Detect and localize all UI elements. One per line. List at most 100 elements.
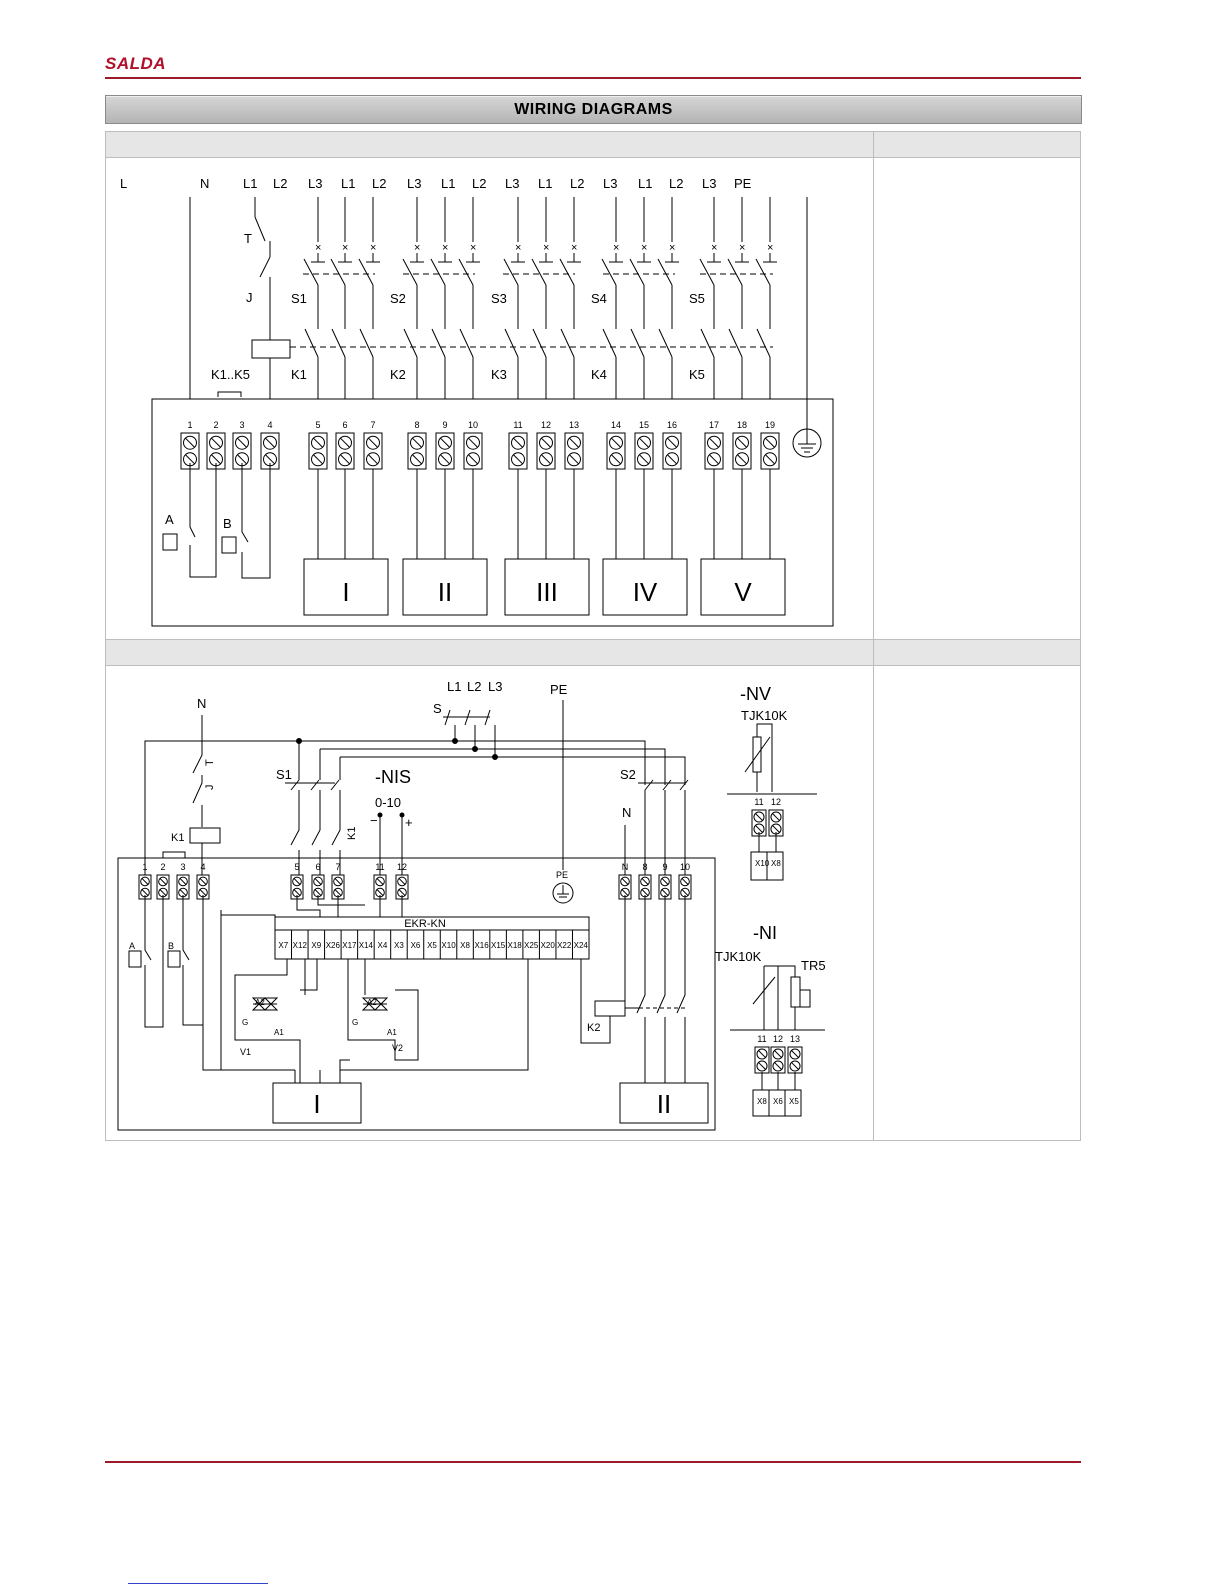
terminal-number: 11: [757, 1034, 766, 1044]
terminal-screw: [292, 876, 302, 887]
terminal-block: [363, 432, 383, 470]
terminal-number: 4: [267, 420, 272, 430]
supply-label: L3: [603, 176, 617, 191]
ni-potentiometer: [790, 976, 801, 1008]
supply-label: N: [200, 176, 209, 191]
triac-pin: G: [242, 1018, 248, 1027]
controller-pin: X15: [491, 941, 506, 950]
controller-pin: X10: [441, 941, 456, 950]
triac-pin: G: [352, 1018, 358, 1027]
terminal-number: 7: [370, 420, 375, 430]
svg-text:×: ×: [515, 242, 521, 254]
terminal-screw: [333, 876, 343, 887]
footer-link-underline[interactable]: [128, 1583, 268, 1584]
signal-plus: +: [405, 815, 413, 830]
terminal-screw: [789, 1048, 801, 1060]
heater-stage-label: II: [438, 577, 452, 607]
svg-text:×: ×: [767, 242, 773, 254]
terminal-screw: [707, 452, 721, 467]
terminal-block: [536, 432, 556, 470]
terminal-screw: [763, 452, 777, 467]
pe-symbol: PE: [552, 870, 574, 904]
option-ni-label: -NI: [753, 923, 777, 943]
stage-switch-label: S1: [291, 291, 307, 306]
terminal-screw: [183, 435, 197, 450]
terminal-screw: [756, 1060, 768, 1072]
terminal-number: 8: [414, 420, 419, 430]
terminal-number: 7: [335, 862, 340, 872]
supply-label: L2: [472, 176, 486, 191]
supply-label: PE: [734, 176, 752, 191]
sensor-label: A: [165, 512, 174, 527]
nv-pin: X10: [755, 859, 770, 868]
controller-pin: X12: [293, 941, 308, 950]
triac-name: V2: [392, 1043, 403, 1053]
controller-pin: X18: [508, 941, 523, 950]
supply-label: L2: [467, 679, 481, 694]
contactor-label: K4: [591, 367, 607, 382]
controller-pin: X17: [342, 941, 357, 950]
controller-pin: X8: [460, 941, 470, 950]
terminal-number: 3: [239, 420, 244, 430]
sensor-b-icon: [221, 536, 237, 554]
triac-name: V1: [240, 1047, 251, 1057]
terminal-screw: [311, 452, 325, 467]
triac-v2: A2 G A1 V2: [347, 959, 419, 1061]
controller-pin: X6: [411, 941, 421, 950]
d1-supply-labels: L N L1 L2 L3 L1 L2 L3 L1 L2 L3 L1 L2 L3 …: [120, 176, 752, 191]
heater-stage: [402, 558, 488, 616]
terminal-screw: [707, 435, 721, 450]
heater-stage: [700, 558, 786, 616]
terminal-screw: [263, 435, 277, 450]
triac-pin: A2: [367, 998, 377, 1007]
terminal-number: 3: [180, 862, 185, 872]
terminal-block: [564, 432, 584, 470]
supply-label: L2: [372, 176, 386, 191]
heater-stage-label: I: [313, 1089, 320, 1119]
terminal-screw: [438, 452, 452, 467]
table-header-row-2: [106, 639, 1080, 666]
supply-label: L3: [702, 176, 716, 191]
terminal-number: 13: [569, 420, 579, 430]
svg-text:×: ×: [711, 242, 717, 254]
controller-pin: X5: [427, 941, 437, 950]
terminal-screw: [198, 876, 208, 887]
heater-stage-label: V: [734, 577, 752, 607]
contactor-label: K5: [689, 367, 705, 382]
sensor-a-icon: [162, 533, 178, 551]
heater-stage: [602, 558, 688, 616]
terminal-number: 8: [642, 862, 647, 872]
svg-text:×: ×: [641, 242, 647, 254]
terminal-screw: [235, 435, 249, 450]
heater-stage: [504, 558, 590, 616]
ni-sensor-label: TJK10K: [715, 949, 762, 964]
stage-switch-label: S5: [689, 291, 705, 306]
heater-stage-label: IV: [633, 577, 658, 607]
terminal-screw: [609, 435, 623, 450]
terminal-screw: [772, 1060, 784, 1072]
contactor-label: K2: [390, 367, 406, 382]
terminal-number: 12: [773, 1034, 783, 1044]
triac-pin: A2: [255, 998, 265, 1007]
supply-label: L1: [638, 176, 652, 191]
svg-text:×: ×: [739, 242, 745, 254]
terminal-number: 12: [771, 797, 781, 807]
heater-stage: [619, 1082, 709, 1124]
terminal-number: 10: [680, 862, 690, 872]
heater-stage-label: I: [342, 577, 349, 607]
controller-pin: X20: [541, 941, 556, 950]
ekr-kn-controller: [274, 916, 590, 960]
stage-switch-label: S2: [390, 291, 406, 306]
relay-coil: [189, 827, 221, 844]
thermostat-label: T: [244, 231, 252, 246]
terminal-screw: [660, 876, 670, 887]
bridge-label: K1..K5: [211, 367, 250, 382]
terminal-screw: [609, 452, 623, 467]
terminal-block: [662, 432, 682, 470]
terminal-number: 14: [611, 420, 621, 430]
ni-pin: X6: [773, 1097, 783, 1106]
terminal-screw: [178, 876, 188, 887]
